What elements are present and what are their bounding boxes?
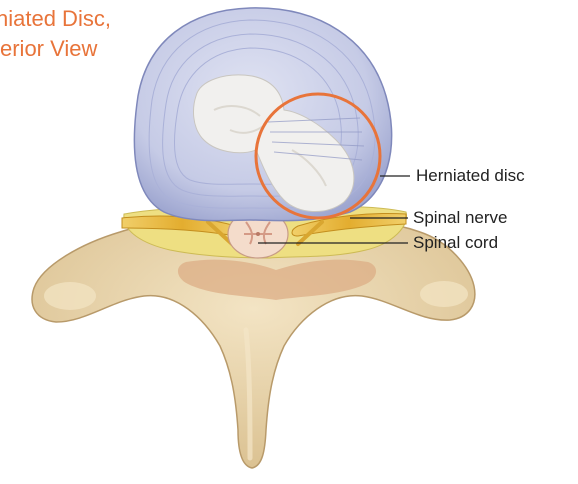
diagram-title-line-1: niated Disc, — [0, 6, 111, 32]
intervertebral-disc — [134, 8, 391, 221]
diagram-title-line-2: erior View — [0, 36, 97, 62]
spinal-cord-label: Spinal cord — [413, 233, 498, 253]
vertebra — [32, 223, 475, 468]
spinal-nerve-label: Spinal nerve — [413, 208, 508, 228]
herniated-disc-label: Herniated disc — [416, 166, 525, 186]
